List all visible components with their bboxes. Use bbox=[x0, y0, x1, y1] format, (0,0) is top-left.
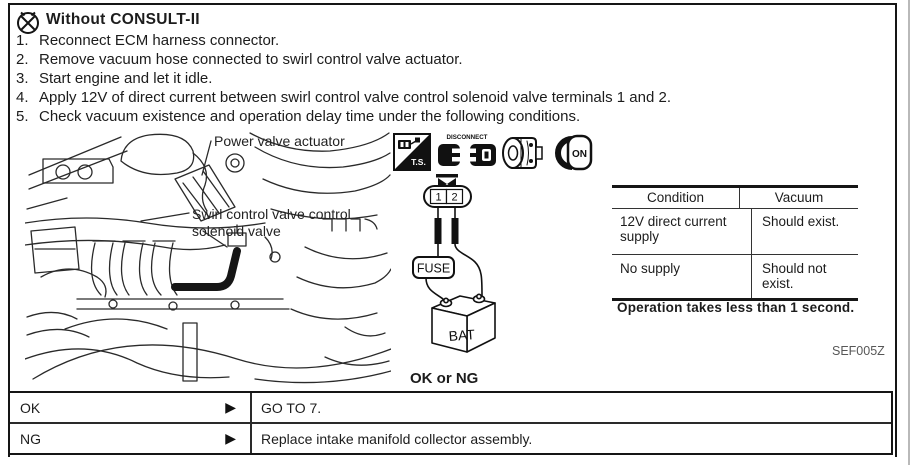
vacuum-cell: Should not exist. bbox=[762, 261, 827, 291]
ts-icon-label: T.S. bbox=[411, 157, 426, 167]
callout-swirl-valve-line1: Swirl control valve control bbox=[192, 206, 351, 222]
engine-bay-illustration bbox=[25, 132, 391, 384]
callout-swirl-valve-line2: solenoid valve bbox=[192, 223, 281, 239]
result-ng-label: NG bbox=[20, 430, 41, 447]
condition-cell: 12V direct current supply bbox=[612, 209, 752, 254]
step-2: 2. Remove vacuum hose connected to swirl … bbox=[16, 51, 463, 70]
step-5: 5. Check vacuum existence and operation d… bbox=[16, 108, 580, 127]
step-1-text: Reconnect ECM harness connector. bbox=[39, 32, 280, 49]
callout-power-valve-actuator: Power valve actuator bbox=[214, 133, 345, 149]
fuse-box bbox=[412, 256, 455, 279]
scan-edge-line bbox=[908, 0, 910, 465]
step-4: 4. Apply 12V of direct current between sw… bbox=[16, 89, 671, 108]
ignition-on-icon: ON bbox=[555, 134, 593, 171]
step-3-number: 3. bbox=[16, 70, 29, 87]
valve-symbol bbox=[436, 174, 458, 178]
action-ok-text: GO TO 7. bbox=[250, 393, 891, 422]
step-5-number: 5. bbox=[16, 108, 29, 125]
operation-note: Operation takes less than 1 second. bbox=[617, 300, 855, 315]
decision-row-ok: OK ▶ GO TO 7. bbox=[10, 393, 891, 424]
disconnect-icon: DISCONNECT bbox=[438, 134, 496, 166]
page-title: Without CONSULT-II bbox=[46, 11, 200, 28]
disconnect-icon-label: DISCONNECT bbox=[447, 134, 488, 141]
fuse-label: FUSE bbox=[417, 262, 450, 276]
step-4-number: 4. bbox=[16, 89, 29, 106]
condition-cell: No supply bbox=[612, 255, 752, 298]
vacuum-header: Vacuum bbox=[774, 190, 824, 205]
ignition-on-label: ON bbox=[572, 149, 587, 160]
step-4-text: Apply 12V of direct current between swir… bbox=[39, 89, 671, 106]
without-consult-icon bbox=[17, 11, 39, 34]
highlighted-solenoid-hose bbox=[171, 247, 241, 291]
step-1-number: 1. bbox=[16, 32, 29, 49]
test-wiring-diagram: 1 2 FUSE BAT bbox=[412, 174, 496, 353]
table-row: No supply Should not exist. bbox=[612, 255, 858, 298]
decision-row-ng: NG ▶ Replace intake manifold collector a… bbox=[10, 424, 891, 453]
page-frame bbox=[8, 3, 897, 457]
terminal-1-label: 1 bbox=[435, 192, 441, 204]
vacuum-cell: Should exist. bbox=[762, 214, 840, 229]
battery-icon bbox=[431, 293, 496, 353]
condition-header: Condition bbox=[612, 188, 740, 208]
result-label: OK or NG bbox=[410, 370, 479, 387]
figure-code: SEF005Z bbox=[832, 344, 885, 358]
battery-label: BAT bbox=[448, 326, 476, 344]
step-1: 1. Reconnect ECM harness connector. bbox=[16, 32, 279, 51]
condition-table: Condition Vacuum 12V direct current supp… bbox=[612, 185, 858, 301]
test-wires bbox=[425, 206, 483, 300]
result-arrow-icon: ▶ bbox=[225, 398, 236, 415]
table-row: 12V direct current supply Should exist. bbox=[612, 209, 858, 255]
step-2-text: Remove vacuum hose connected to swirl co… bbox=[39, 51, 463, 68]
result-arrow-icon: ▶ bbox=[225, 429, 236, 446]
decision-table: OK ▶ GO TO 7. NG ▶ Replace intake manifo… bbox=[8, 391, 893, 455]
solenoid-valve-icon bbox=[502, 137, 543, 169]
terminal-2-label: 2 bbox=[451, 192, 457, 204]
action-ng-text: Replace intake manifold collector assemb… bbox=[250, 424, 891, 453]
step-5-text: Check vacuum existence and operation del… bbox=[39, 108, 581, 125]
ts-tool-icon: T.S. bbox=[393, 133, 431, 171]
result-ok-label: OK bbox=[20, 399, 41, 416]
step-3: 3. Start engine and let it idle. bbox=[16, 70, 212, 89]
step-2-number: 2. bbox=[16, 51, 29, 68]
step-3-text: Start engine and let it idle. bbox=[39, 70, 213, 87]
